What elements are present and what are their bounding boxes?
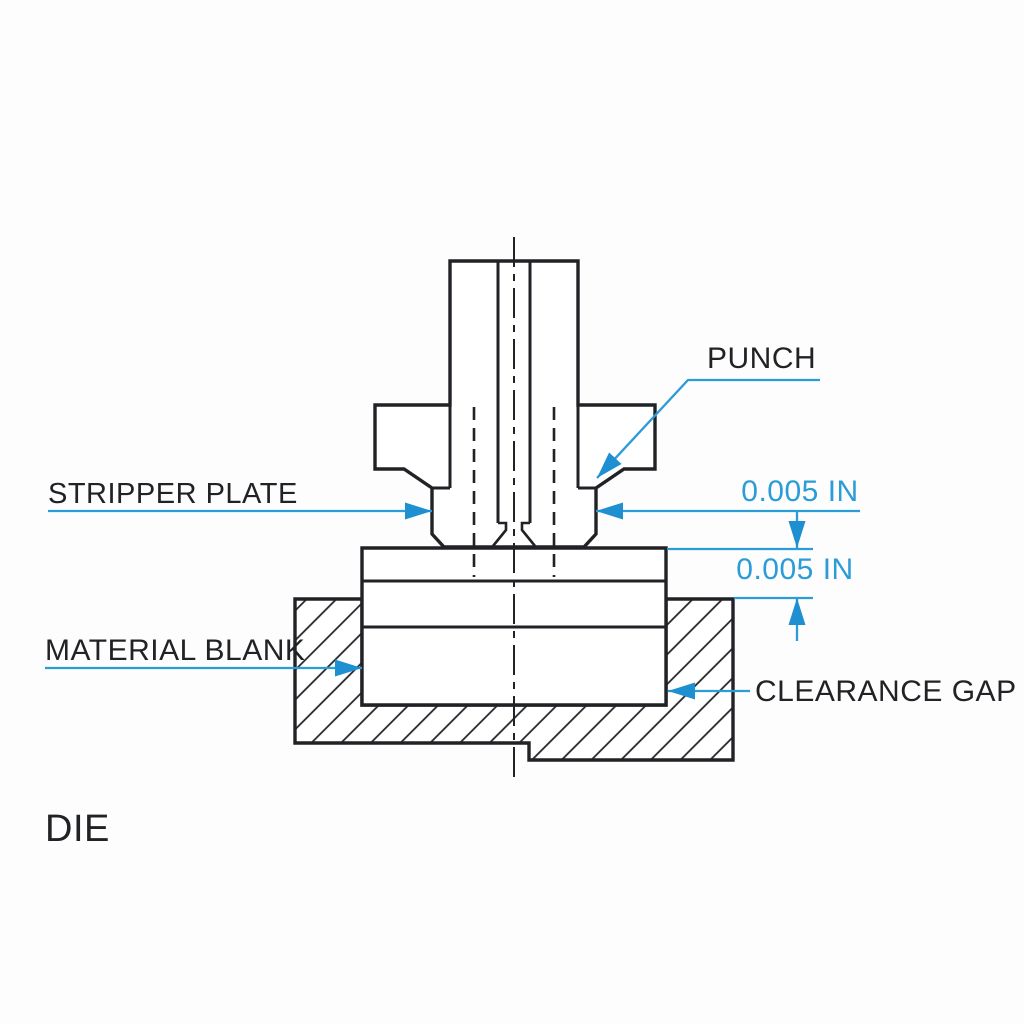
dim-die-clearance-value: 0.005 IN	[736, 553, 853, 586]
stripper-plate-label: STRIPPER PLATE	[48, 478, 298, 510]
punch-label: PUNCH	[707, 342, 816, 375]
punch-leader	[596, 378, 820, 479]
dim-stripper-clearance-value: 0.005 IN	[741, 475, 858, 508]
clearance-gap-label: CLEARANCE GAP	[755, 675, 1017, 708]
material-blank-label: MATERIAL BLANK	[45, 634, 305, 667]
die-label: DIE	[45, 808, 110, 850]
punch-tip-detail	[491, 521, 537, 547]
